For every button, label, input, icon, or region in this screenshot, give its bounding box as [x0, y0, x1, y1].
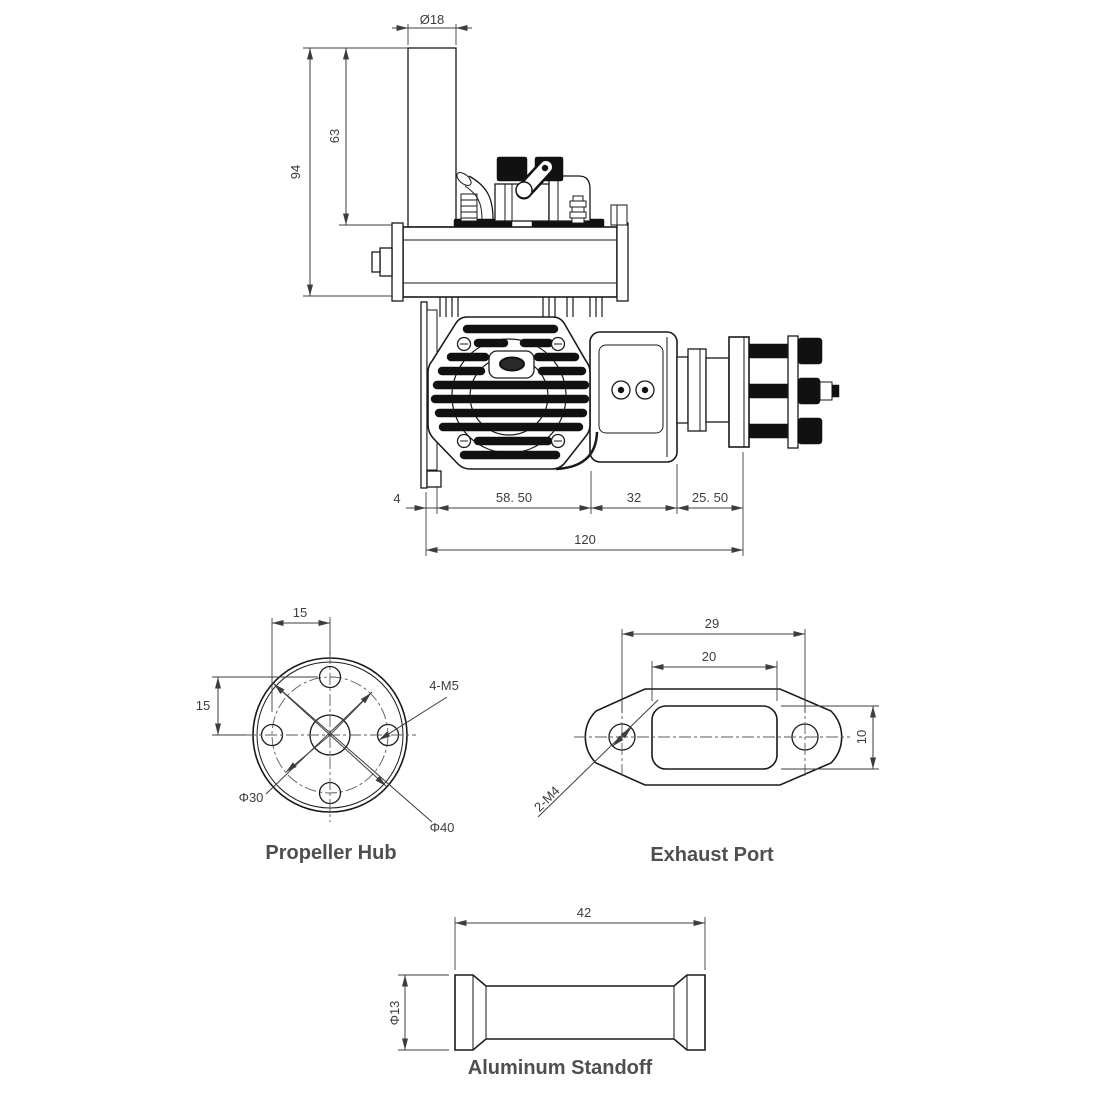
exhaust-port-title: Exhaust Port — [650, 844, 774, 866]
leader-bolt-holes: 4-M5 — [378, 678, 459, 741]
dim-label-overall-height: 94 — [288, 165, 303, 179]
dimension-stack-diameter: Ø18 — [392, 12, 472, 45]
exhaust-opening — [651, 705, 778, 770]
head-mount-studs — [439, 297, 603, 317]
dim-label-port-width: 20 — [702, 649, 716, 664]
head-screws — [456, 336, 566, 449]
dim-label-backplate-offset: 4 — [393, 491, 400, 506]
dim-label-hub-length: 25. 50 — [692, 490, 728, 505]
dim-label-hole-spacing: 29 — [705, 616, 719, 631]
dim-label-bolt-holes: 4-M5 — [429, 678, 459, 693]
aluminum-standoff-view: 42 Φ13 Aluminum Standoff — [387, 905, 706, 1079]
cylinder-head — [427, 316, 591, 470]
aluminum-standoff-title: Aluminum Standoff — [468, 1057, 653, 1079]
dimension-hole-spacing: 29 — [621, 616, 806, 713]
carb-cap-left — [496, 156, 528, 182]
standoff-body — [454, 974, 706, 1051]
crankcase — [555, 331, 678, 471]
carburetor-serrated-bracket — [460, 193, 478, 222]
exhaust-stack — [407, 47, 457, 228]
dim-label-hub-offset-y: 15 — [196, 698, 210, 713]
prop-washer-plate — [787, 335, 799, 449]
cooling-fins — [430, 324, 590, 460]
muffler-inlet-stub — [371, 247, 393, 277]
dim-label-drive-length: 32 — [627, 490, 641, 505]
dimension-stack-height: 63 — [327, 48, 392, 226]
dim-label-standoff-length: 42 — [577, 905, 591, 920]
dim-label-stack-height: 63 — [327, 129, 342, 143]
dimension-port-width: 20 — [651, 649, 778, 701]
engine-side-view: Ø18 94 63 4 58. 50 — [288, 12, 840, 556]
prop-bolts — [748, 335, 840, 449]
dimension-standoff-diameter: Φ13 — [387, 974, 449, 1051]
dimension-standoff-length: 42 — [454, 905, 706, 970]
dim-label-standoff-diameter: Φ13 — [387, 1001, 402, 1026]
dim-label-hub-offset-x: 15 — [293, 605, 307, 620]
dim-label-case-length: 58. 50 — [496, 490, 532, 505]
dimension-port-height: 10 — [781, 705, 879, 770]
dim-label-outer-diameter: Φ40 — [430, 820, 455, 835]
leader-outer-diameter: Φ40 — [272, 682, 455, 835]
dim-label-stack-diameter: Ø18 — [420, 12, 445, 27]
propeller-hub-title: Propeller Hub — [265, 842, 396, 864]
drive-flange — [728, 336, 750, 448]
carburetor — [453, 156, 605, 228]
throttle-lever — [515, 158, 555, 200]
propeller-hub-view: 15 15 4-M5 Φ30 Φ40 Propeller Hub — [196, 605, 459, 864]
prop-drive-assembly — [676, 335, 840, 449]
dimension-hub-offset-y: 15 — [196, 676, 318, 736]
fuel-nipple — [569, 195, 587, 224]
dim-label-bolt-circle: Φ30 — [239, 790, 264, 805]
dim-label-total-length: 120 — [574, 532, 596, 547]
dimension-hub-offset-x: 15 — [271, 605, 331, 712]
exhaust-port-view: 29 20 10 2-M4 Exhaust Port — [531, 616, 879, 866]
dim-label-port-height: 10 — [854, 730, 869, 744]
dimension-length-chain: 4 58. 50 32 25. 50 120 — [393, 452, 744, 556]
dim-label-mount-holes: 2-M4 — [531, 783, 563, 815]
muffler — [371, 204, 629, 302]
dimension-overall-height: 94 — [288, 47, 408, 297]
intake-bellmouth — [456, 172, 494, 220]
leader-bolt-circle: Φ30 — [239, 691, 373, 805]
